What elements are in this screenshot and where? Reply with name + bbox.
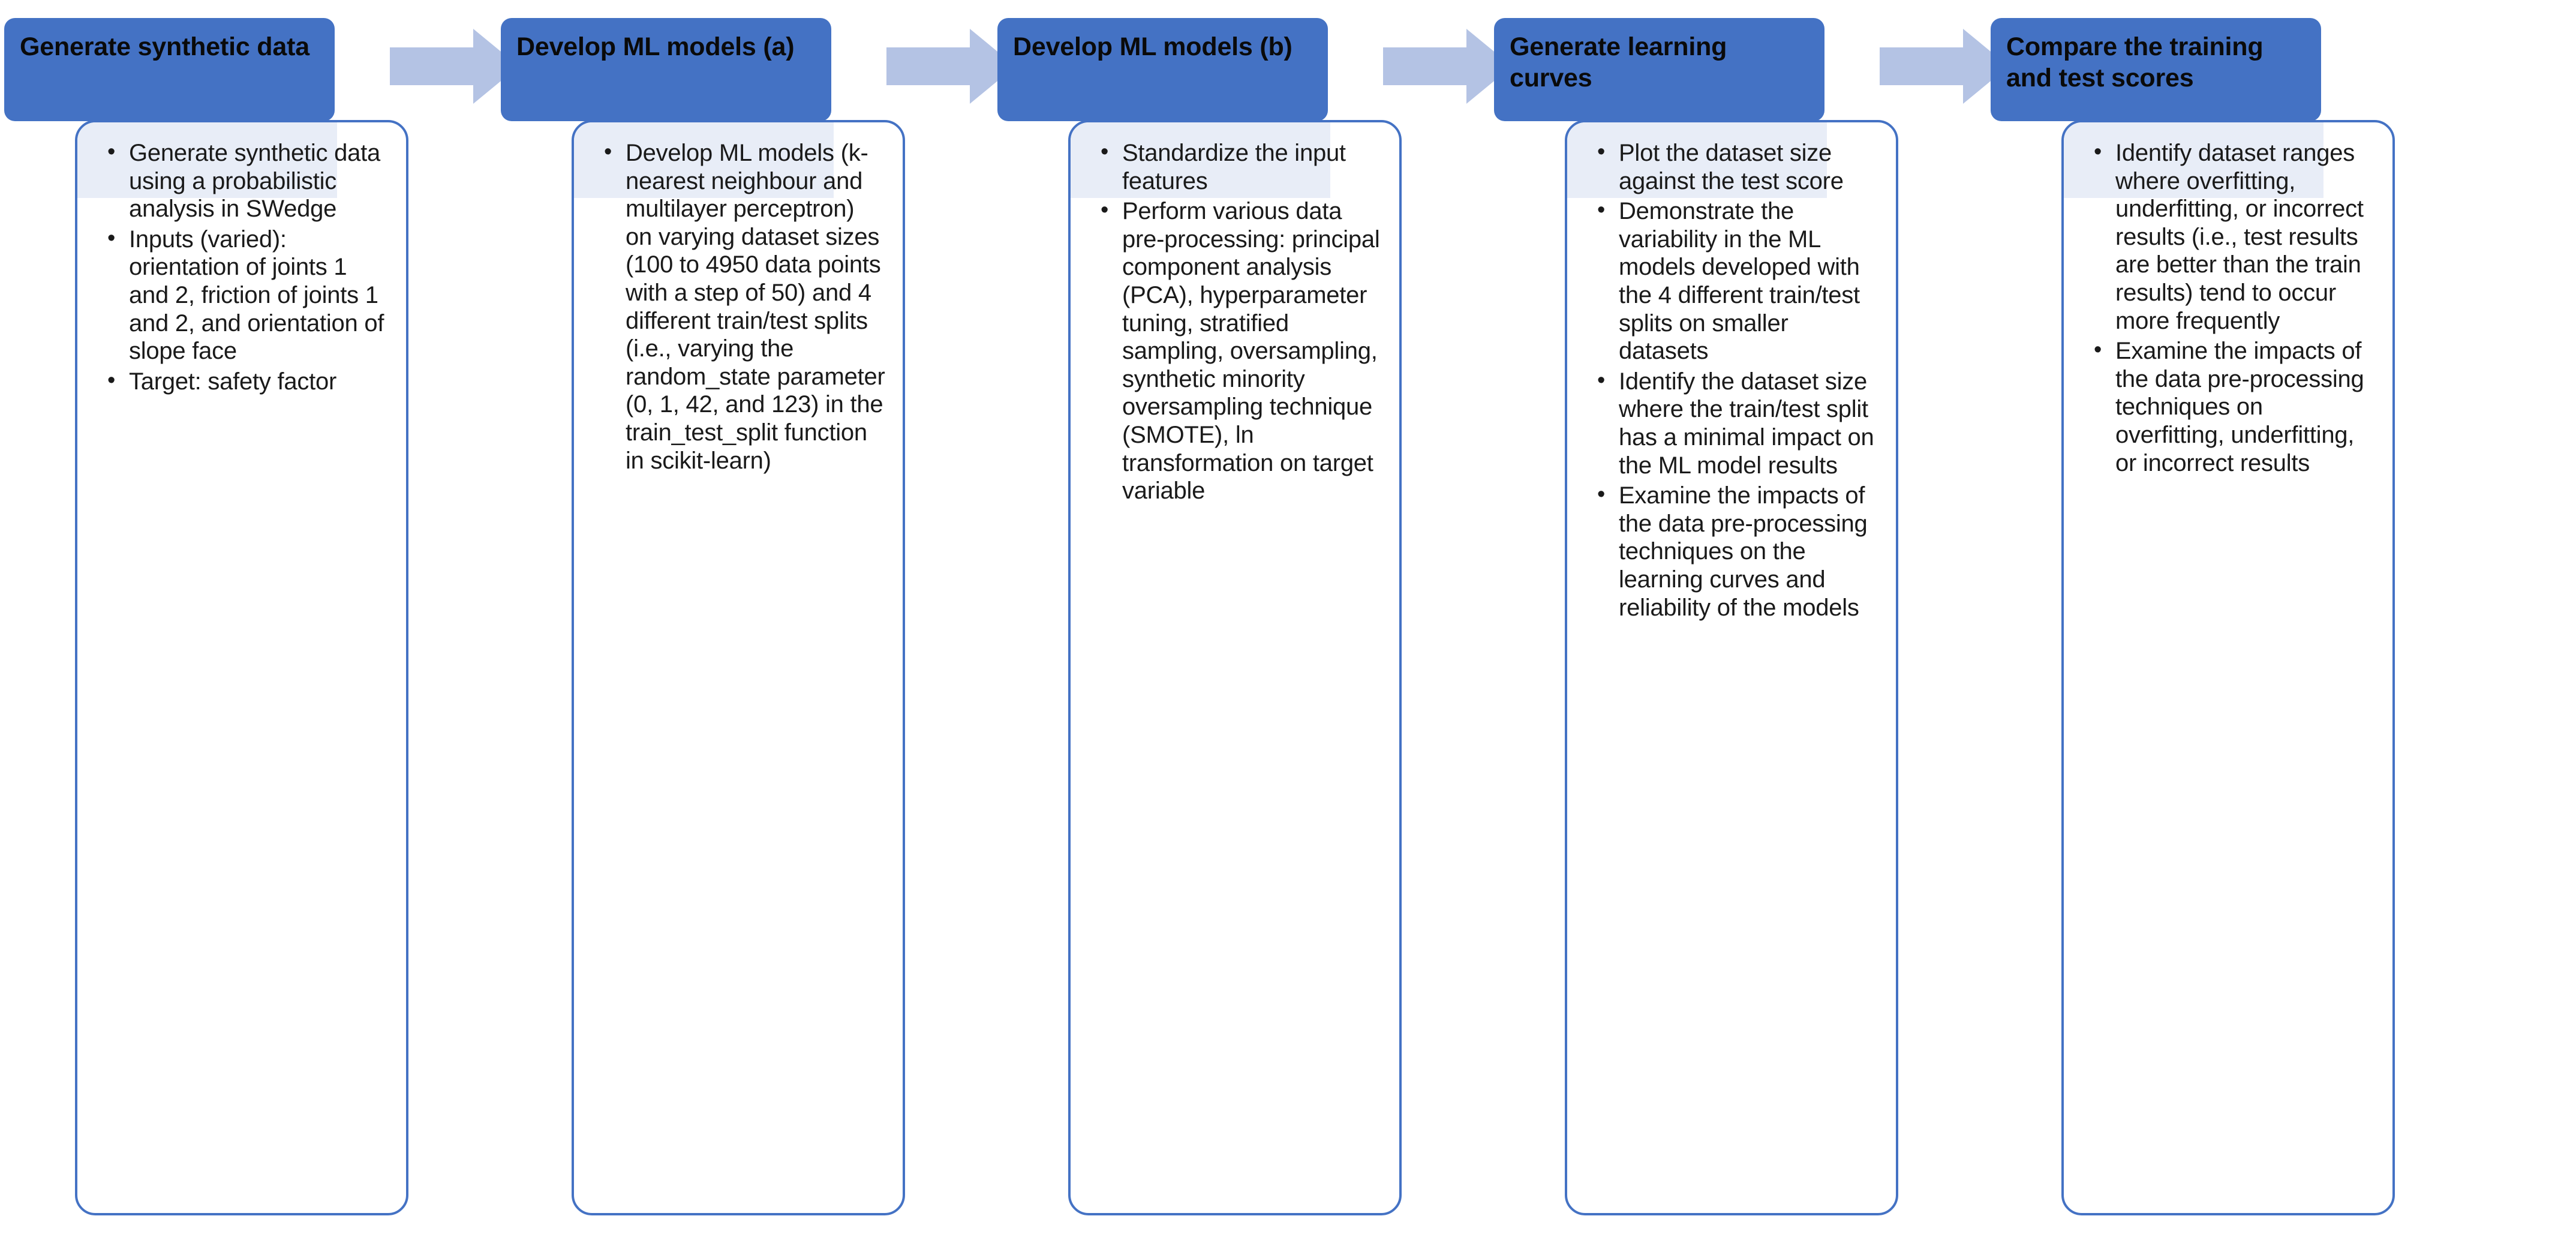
right-block-arrow-icon [886, 29, 1015, 104]
right-block-arrow-icon [1880, 29, 2009, 104]
step-detail-card: Identify dataset ranges where overfittin… [2061, 120, 2395, 1215]
right-block-arrow-icon [390, 29, 519, 104]
step-header-banner: Develop ML models (a) [501, 18, 831, 121]
bullet-item: Develop ML models (k-nearest neighbour a… [604, 139, 887, 475]
step-header-banner: Generate synthetic data [4, 18, 335, 121]
step-header-banner: Develop ML models (b) [997, 18, 1328, 121]
bullet-item: Examine the impacts of the data pre-proc… [2094, 337, 2377, 477]
step-detail-card: Develop ML models (k-nearest neighbour a… [572, 120, 905, 1215]
step-header-banner: Generate learning curves [1494, 18, 1824, 121]
bullet-item: Inputs (varied): orientation of joints 1… [107, 225, 390, 365]
step-header-banner: Compare the training and test scores [1991, 18, 2321, 121]
step-bullet-list: Develop ML models (k-nearest neighbour a… [574, 122, 903, 475]
step-detail-card: Standardize the input featuresPerform va… [1068, 120, 1402, 1215]
step-bullet-list: Standardize the input featuresPerform va… [1071, 122, 1399, 505]
step-title: Compare the training and test scores [2006, 32, 2264, 93]
bullet-item: Standardize the input features [1101, 139, 1384, 195]
step-bullet-list: Identify dataset ranges where overfittin… [2064, 122, 2392, 477]
step-detail-card: Generate synthetic data using a probabil… [75, 120, 408, 1215]
step-title: Generate synthetic data [20, 32, 309, 61]
step-title: Develop ML models (b) [1013, 32, 1292, 61]
step-title: Generate learning curves [1510, 32, 1727, 93]
bullet-item: Target: safety factor [107, 367, 390, 396]
step-title: Develop ML models (a) [516, 32, 795, 61]
bullet-item: Plot the dataset size against the test s… [1597, 139, 1880, 195]
step-bullet-list: Plot the dataset size against the test s… [1567, 122, 1896, 622]
bullet-item: Perform various data pre-processing: pri… [1101, 197, 1384, 505]
step-bullet-list: Generate synthetic data using a probabil… [77, 122, 406, 395]
bullet-item: Demonstrate the variability in the ML mo… [1597, 197, 1880, 365]
step-detail-card: Plot the dataset size against the test s… [1565, 120, 1898, 1215]
bullet-item: Generate synthetic data using a probabil… [107, 139, 390, 223]
bullet-item: Identify dataset ranges where overfittin… [2094, 139, 2377, 335]
bullet-item: Examine the impacts of the data pre-proc… [1597, 481, 1880, 622]
right-block-arrow-icon [1383, 29, 1512, 104]
bullet-item: Identify the dataset size where the trai… [1597, 367, 1880, 479]
